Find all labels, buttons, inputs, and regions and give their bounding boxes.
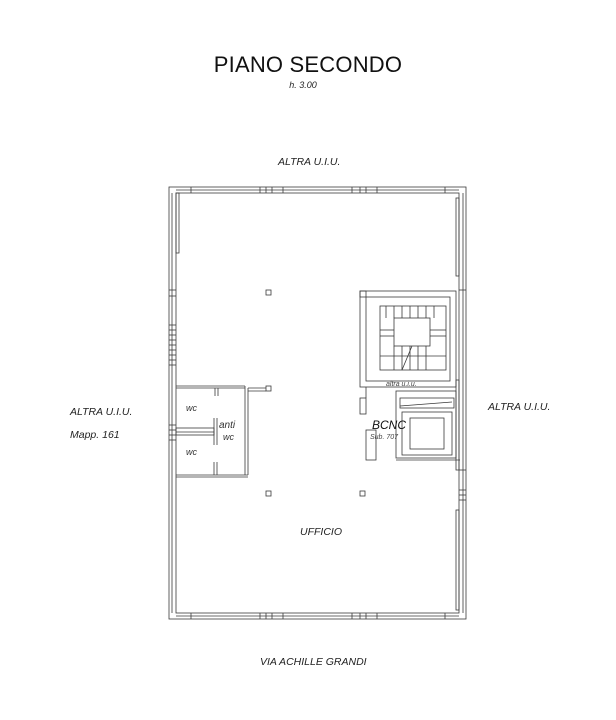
west-parcel-ref: Mapp. 161: [70, 429, 120, 441]
anti-wc-label-line2: wc: [223, 432, 234, 442]
stair-core: [359, 290, 460, 461]
north-boundary-label: ALTRA U.I.U.: [278, 156, 341, 168]
wc-top-label: wc: [186, 403, 197, 413]
wc-block: [175, 385, 266, 478]
south-street-label: VIA ACHILLE GRANDI: [260, 656, 367, 668]
ufficio-label: UFFICIO: [300, 526, 342, 538]
perimeter-walls: [168, 186, 467, 620]
bcnc-sub-label: Sub. 707: [370, 434, 399, 441]
floor-height-note: h. 3.00: [289, 80, 317, 90]
page-title: PIANO SECONDO: [213, 52, 403, 77]
anti-wc-label-line1: anti: [219, 420, 236, 431]
columns: [265, 289, 366, 497]
wc-bottom-label: wc: [186, 447, 197, 457]
west-boundary-label: ALTRA U.I.U.: [70, 406, 133, 418]
stair-note-label: altra u.i.u.: [386, 381, 417, 388]
bcnc-label: BCNC: [372, 418, 407, 432]
east-boundary-label: ALTRA U.I.U.: [488, 401, 551, 413]
